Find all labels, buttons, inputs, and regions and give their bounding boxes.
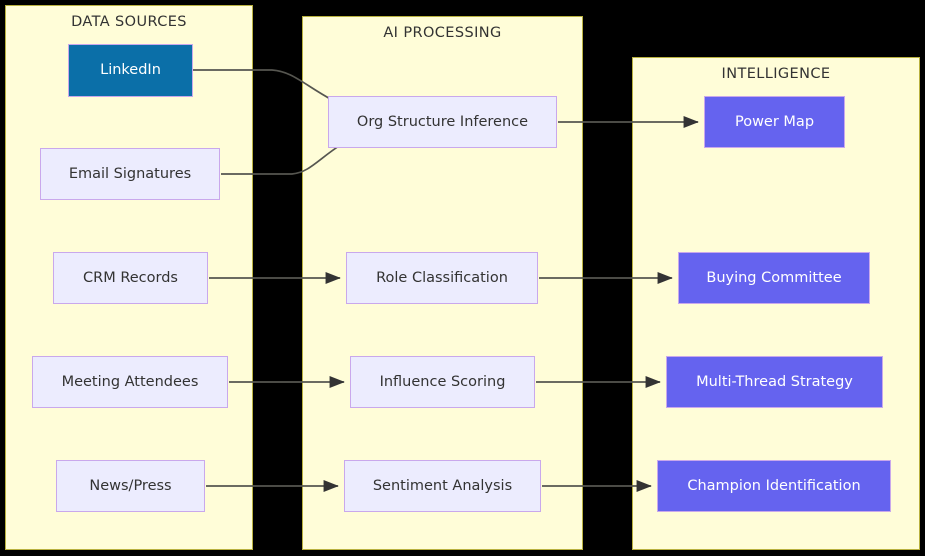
- node-multi-thread[interactable]: Multi-Thread Strategy: [666, 356, 883, 408]
- node-label-linkedin: LinkedIn: [100, 62, 161, 79]
- node-label-news-press: News/Press: [89, 477, 172, 494]
- node-crm-records[interactable]: CRM Records: [53, 252, 208, 304]
- node-label-champion-id: Champion Identification: [687, 477, 861, 494]
- node-role-classification[interactable]: Role Classification: [346, 252, 538, 304]
- node-label-meeting-attendees: Meeting Attendees: [61, 373, 199, 390]
- node-meeting-attendees[interactable]: Meeting Attendees: [32, 356, 228, 408]
- node-label-multi-thread: Multi-Thread Strategy: [696, 373, 853, 390]
- panel-title-intelligence: INTELLIGENCE: [721, 66, 831, 82]
- node-email-signatures[interactable]: Email Signatures: [40, 148, 220, 200]
- node-label-influence-scoring: Influence Scoring: [379, 373, 506, 390]
- panel-title-data-sources: DATA SOURCES: [71, 14, 187, 30]
- node-sentiment-analysis[interactable]: Sentiment Analysis: [344, 460, 541, 512]
- node-label-org-structure: Org Structure Inference: [356, 113, 529, 130]
- node-power-map[interactable]: Power Map: [704, 96, 845, 148]
- node-influence-scoring[interactable]: Influence Scoring: [350, 356, 535, 408]
- node-news-press[interactable]: News/Press: [56, 460, 205, 512]
- node-label-crm-records: CRM Records: [83, 269, 178, 286]
- node-label-buying-committee: Buying Committee: [706, 269, 842, 286]
- panel-title-ai-processing: AI PROCESSING: [383, 25, 502, 41]
- node-label-role-classification: Role Classification: [376, 269, 508, 286]
- node-label-sentiment-analysis: Sentiment Analysis: [372, 477, 513, 494]
- node-org-structure[interactable]: Org Structure Inference: [328, 96, 557, 148]
- node-champion-id[interactable]: Champion Identification: [657, 460, 891, 512]
- node-label-power-map: Power Map: [734, 113, 815, 130]
- node-label-email-signatures: Email Signatures: [68, 165, 192, 182]
- node-buying-committee[interactable]: Buying Committee: [678, 252, 870, 304]
- node-linkedin[interactable]: LinkedIn: [68, 44, 193, 97]
